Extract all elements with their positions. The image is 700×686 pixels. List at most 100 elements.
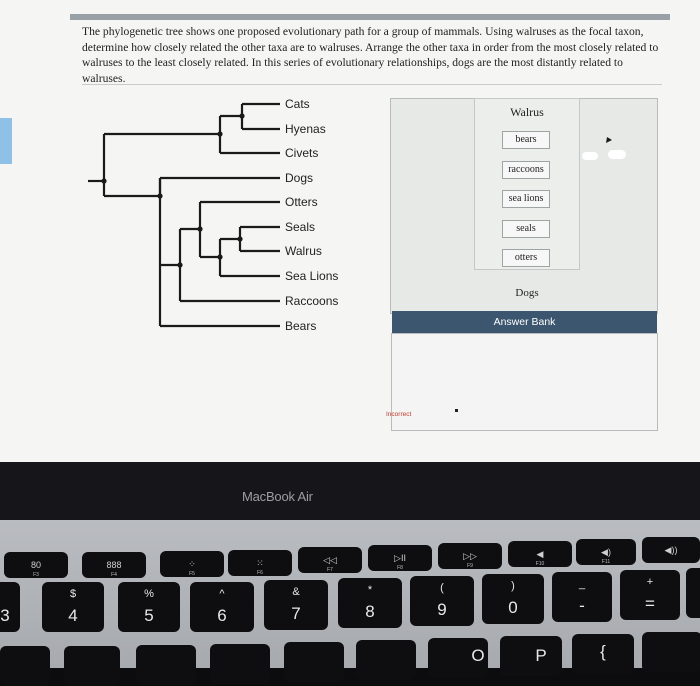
key-0-shift: ) — [511, 580, 515, 592]
answer-tile-otters[interactable]: otters — [502, 249, 550, 267]
key-p-label: P — [535, 646, 547, 665]
phylogenetic-tree: Cats Hyenas Civets Dogs Otters Seals Wal… — [80, 88, 380, 338]
key-left-brace-label: { — [600, 642, 606, 661]
key-0-main: 0 — [508, 598, 518, 617]
key-o[interactable]: O — [428, 638, 488, 678]
key-f3[interactable]: 80 F3 — [4, 552, 68, 578]
key-minus-main: - — [579, 596, 585, 615]
key-equals[interactable]: + = — [620, 570, 680, 620]
key-letter[interactable] — [136, 645, 196, 685]
key-8-shift: * — [367, 584, 373, 596]
key-5[interactable]: % 5 — [118, 582, 180, 632]
answer-tile-bears[interactable]: bears — [502, 131, 550, 149]
key-4-main: 4 — [68, 606, 78, 625]
key-3[interactable]: # 3 — [0, 582, 20, 632]
key-9-shift: ( — [440, 582, 444, 594]
root-node — [101, 178, 107, 184]
answer-bank-header: Answer Bank — [392, 311, 657, 333]
taxon-cats: Cats — [285, 97, 310, 111]
mouse-cursor-icon — [606, 137, 612, 143]
pointer-dot — [455, 409, 458, 412]
key-f10-label: F10 — [535, 561, 545, 567]
light-glare — [582, 152, 598, 160]
key-letter[interactable] — [356, 640, 416, 680]
key-6-shift: ^ — [219, 588, 225, 600]
volume-down-icon: ◀) — [601, 547, 611, 557]
keyboard-dim-icon: ⁘ — [188, 559, 196, 569]
taxon-bears: Bears — [285, 319, 317, 333]
node — [157, 193, 163, 199]
node — [217, 131, 223, 137]
taxon-dogs: Dogs — [285, 171, 314, 185]
taxon-otters: Otters — [285, 195, 318, 209]
answer-bottom-label: Dogs — [515, 287, 539, 299]
answer-tile-raccoons[interactable]: raccoons — [502, 161, 550, 179]
node — [177, 262, 183, 268]
taxon-civets: Civets — [285, 146, 319, 160]
key-f9[interactable]: ▷▷ F9 — [438, 543, 502, 569]
node — [217, 254, 223, 260]
key-0[interactable]: ) 0 — [482, 574, 544, 624]
answer-drop-zone[interactable] — [474, 98, 580, 270]
key-minus[interactable]: _ - — [552, 572, 612, 622]
volume-up-icon: ◀)) — [664, 545, 678, 555]
key-f5-label: F5 — [189, 571, 195, 577]
key-3-shift: # — [0, 588, 20, 600]
play-pause-icon: ▷II — [394, 553, 406, 563]
key-f11[interactable]: ◀) F11 — [576, 539, 636, 565]
key-letter[interactable] — [284, 642, 344, 682]
key-5-shift: % — [144, 588, 154, 600]
key-left-brace[interactable]: { — [572, 634, 634, 674]
prompt-line-1: The phylogenetic tree shows one proposed… — [82, 25, 644, 38]
branch-pinnipeds — [218, 237, 280, 278]
top-divider — [70, 14, 670, 20]
key-letter[interactable] — [210, 644, 270, 684]
key-8[interactable]: * 8 — [338, 578, 402, 628]
key-f9-label: F9 — [467, 563, 473, 569]
light-glare — [608, 150, 626, 159]
node — [237, 236, 243, 242]
key-f4[interactable]: 888 F4 — [82, 552, 146, 578]
key-delete[interactable] — [686, 568, 700, 618]
answer-bank[interactable] — [391, 333, 658, 431]
answer-tile-sea-lions[interactable]: sea lions — [502, 190, 550, 208]
key-f12[interactable]: ◀)) — [642, 537, 700, 563]
answer-tile-seals[interactable]: seals — [502, 220, 550, 238]
key-8-main: 8 — [365, 602, 375, 621]
key-minus-shift: _ — [578, 578, 586, 590]
node — [239, 113, 245, 119]
mission-control-icon: 80 — [30, 560, 41, 570]
key-9[interactable]: ( 9 — [410, 576, 474, 626]
taxon-sea-lions: Sea Lions — [285, 269, 339, 283]
key-right-brace[interactable] — [642, 632, 700, 672]
key-7-main: 7 — [291, 604, 301, 623]
side-tab[interactable] — [0, 118, 12, 164]
branch-bears — [158, 263, 280, 328]
key-equals-shift: + — [646, 576, 654, 588]
key-4[interactable]: $ 4 — [42, 582, 104, 632]
taxon-hyenas: Hyenas — [285, 122, 326, 136]
key-f8[interactable]: ▷II F8 — [368, 545, 432, 571]
branch-root — [102, 132, 220, 198]
key-f10[interactable]: ◀ F10 — [508, 541, 572, 567]
bezel-chin — [0, 462, 700, 520]
key-6[interactable]: ^ 6 — [190, 582, 254, 632]
key-6-main: 6 — [217, 606, 227, 625]
key-equals-main: = — [645, 594, 655, 613]
branch-caniformia — [158, 178, 162, 265]
key-letter[interactable] — [64, 646, 120, 686]
key-f6-label: F6 — [257, 570, 263, 576]
key-f5[interactable]: ⁘ F5 — [160, 551, 224, 577]
key-letter[interactable] — [0, 646, 50, 686]
key-f7[interactable]: ◁◁ F7 — [298, 547, 362, 573]
key-7[interactable]: & 7 — [264, 580, 328, 630]
key-5-main: 5 — [144, 606, 154, 625]
launchpad-icon: 888 — [106, 560, 122, 570]
key-f6[interactable]: ⁙ F6 — [228, 550, 292, 576]
fast-forward-icon: ▷▷ — [463, 551, 477, 561]
taxon-seals: Seals — [285, 220, 316, 234]
key-f7-label: F7 — [327, 567, 333, 573]
prompt-divider — [82, 84, 662, 85]
taxon-raccoons: Raccoons — [285, 294, 339, 308]
key-p[interactable]: P — [500, 636, 562, 676]
